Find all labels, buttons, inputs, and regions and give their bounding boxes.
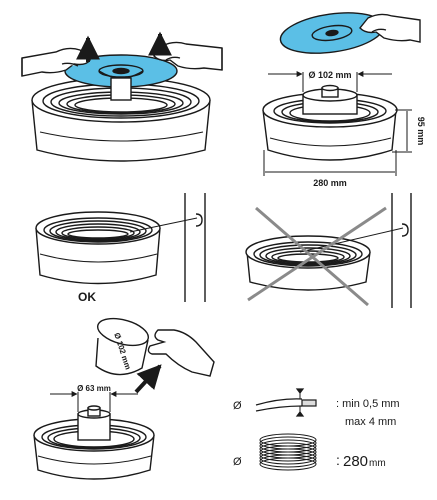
coil-unit: mm xyxy=(369,458,386,469)
width-label: 280 mm xyxy=(313,178,347,188)
right-hand-2 xyxy=(359,13,421,43)
wire-min-text: : min 0,5 mm xyxy=(336,398,400,410)
blue-disc-2 xyxy=(279,12,385,54)
spool-tub-4 xyxy=(245,235,371,291)
wire-feed-ok xyxy=(129,217,198,233)
ok-label: OK xyxy=(78,290,96,304)
guide-eyelet-wrong xyxy=(401,223,409,237)
panel-correct-feed xyxy=(35,193,206,302)
core-diameter-dimension xyxy=(268,71,392,92)
coil-diameter-symbol: Ø xyxy=(233,456,242,468)
insert-arrow xyxy=(134,364,162,394)
panel-wire-specs xyxy=(255,388,317,471)
coil-value: 280 xyxy=(343,453,368,470)
core-diameter-label: Ø 102 mm xyxy=(308,70,351,80)
panel-dimensions xyxy=(262,12,421,176)
core63-dimension xyxy=(50,391,138,412)
wire-feed-wrong xyxy=(299,227,404,253)
cross-mark xyxy=(247,206,387,307)
guide-eyelet-ok xyxy=(195,213,203,227)
wire-diameter-symbol: Ø xyxy=(233,400,242,412)
wire-diagram xyxy=(255,388,317,417)
panel-wrong-feed xyxy=(245,193,412,308)
core63-label: Ø 63 mm xyxy=(77,384,111,393)
left-hand-1 xyxy=(21,47,91,77)
right-hand-5 xyxy=(147,329,215,377)
height-label: 95 mm xyxy=(416,117,426,146)
wire-max-text: max 4 mm xyxy=(345,416,396,428)
panel-insert-sleeve xyxy=(33,317,215,480)
panel-lift-disc xyxy=(21,31,223,162)
coil-prefix: : xyxy=(336,452,340,468)
spool-tub-5 xyxy=(33,405,155,480)
wire-coil-diagram xyxy=(259,433,317,471)
width-dimension xyxy=(263,150,397,176)
spool-tub-2 xyxy=(262,84,398,161)
spool-tub-3 xyxy=(35,211,161,285)
spool-core-1 xyxy=(110,77,132,101)
height-dimension xyxy=(392,109,412,153)
sleeve-cylinder xyxy=(95,317,150,376)
